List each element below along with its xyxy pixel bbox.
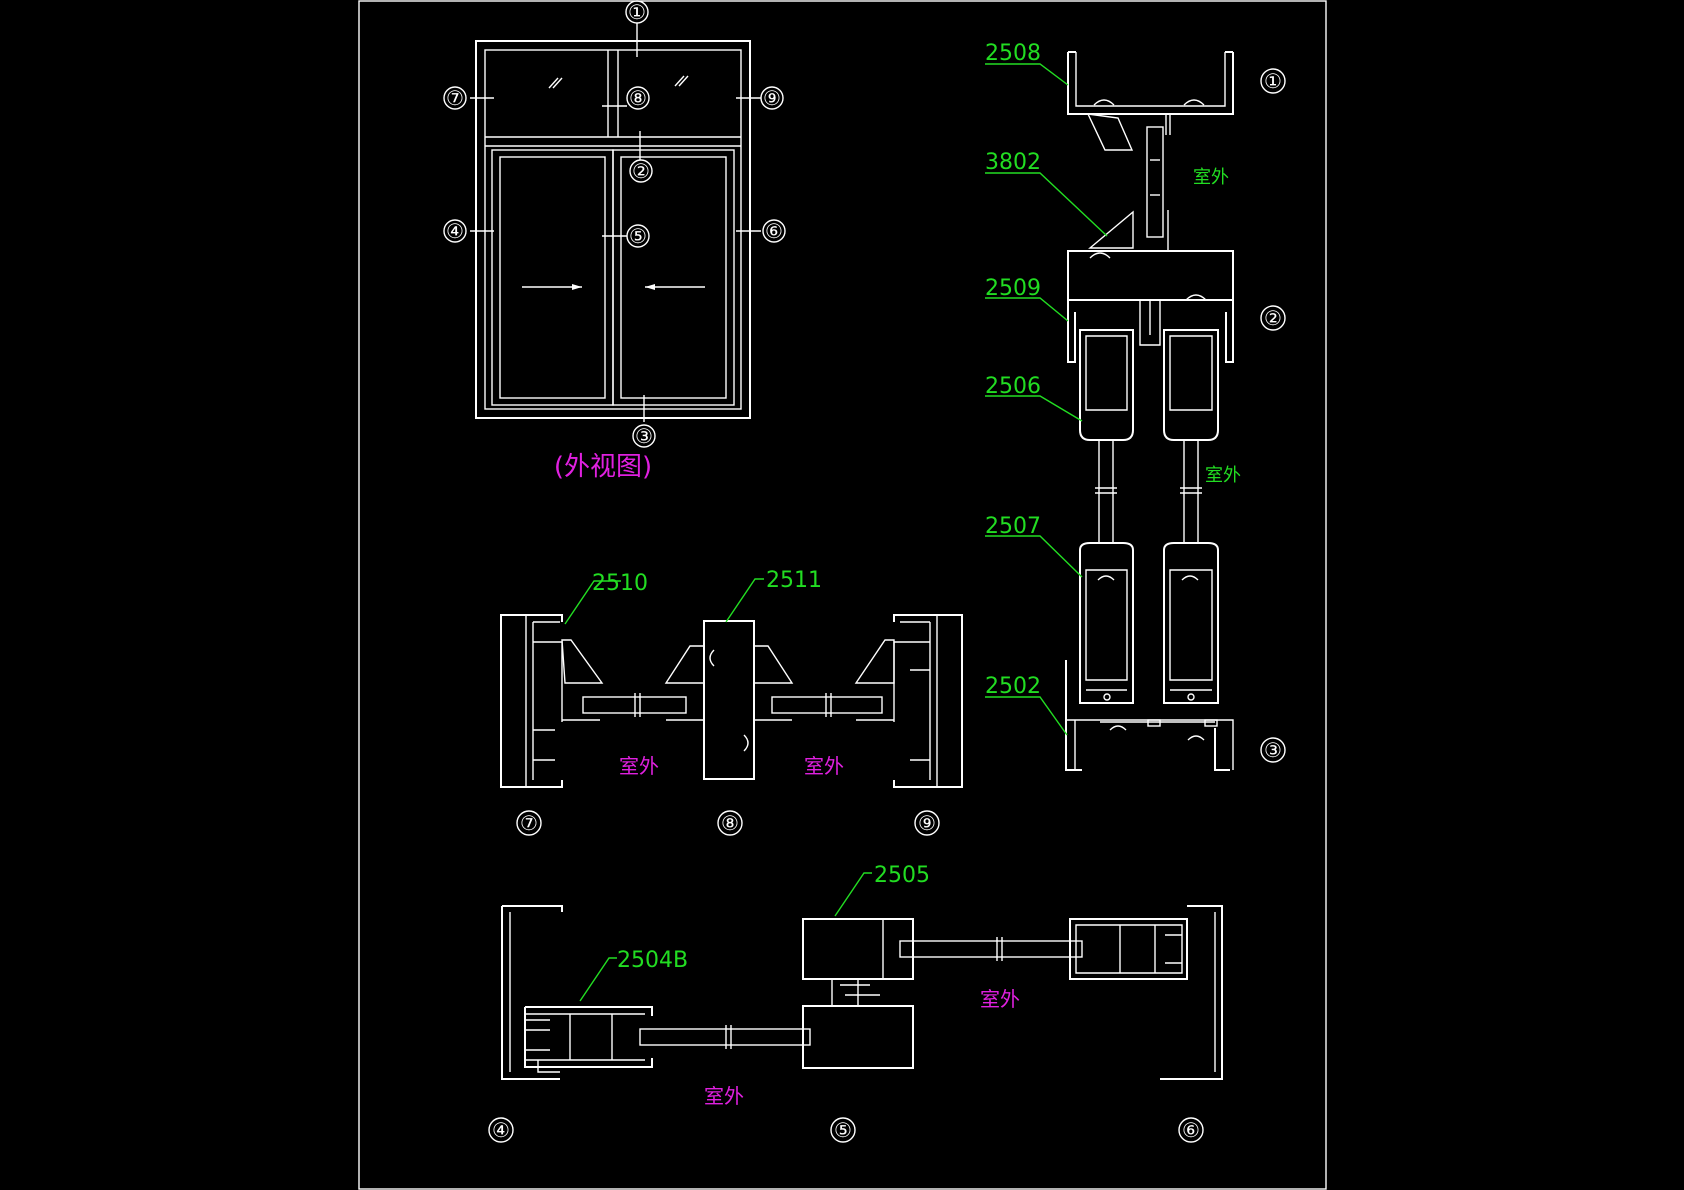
- part-label-2510: 2510: [592, 571, 648, 596]
- svg-text:⑤: ⑤: [834, 1118, 852, 1142]
- part-label-2507: 2507: [985, 514, 1041, 539]
- elevation-callout-7: ⑦: [443, 86, 467, 110]
- elevation-callout-6: ⑥: [762, 219, 786, 243]
- section-marker-9: ⑨: [914, 810, 940, 836]
- section-marker-4: ④: [488, 1117, 514, 1143]
- svg-text:⑥: ⑥: [1182, 1118, 1200, 1142]
- upper-horizontal-section: [500, 614, 963, 788]
- part-label-2511: 2511: [766, 568, 822, 593]
- elevation-callout-4: ④: [443, 219, 467, 243]
- part-label-2509: 2509: [985, 276, 1041, 301]
- outside-label-upper: 室外: [1193, 167, 1229, 188]
- window-elevation: [470, 23, 761, 422]
- section-marker-5: ⑤: [830, 1117, 856, 1143]
- svg-text:⑨: ⑨: [763, 86, 781, 110]
- part-label-2505: 2505: [874, 863, 930, 888]
- svg-text:⑦: ⑦: [520, 811, 538, 835]
- section-marker-6: ⑥: [1178, 1117, 1204, 1143]
- outside-label-right: 室外: [980, 987, 1020, 1011]
- part-label-2504b: 2504B: [617, 948, 688, 973]
- section-marker-2: ②: [1260, 305, 1286, 331]
- elevation-callout-2: ②: [629, 159, 653, 183]
- svg-text:⑧: ⑧: [721, 811, 739, 835]
- elevation-caption: (外视图): [554, 452, 652, 482]
- upper-section-leaders: [564, 578, 764, 625]
- section-marker-8: ⑧: [717, 810, 743, 836]
- outside-label-7-8: 室外: [619, 754, 659, 778]
- svg-text:⑧: ⑧: [629, 86, 647, 110]
- lower-section-leaders: [579, 872, 872, 1002]
- outside-label-middle: 室外: [1205, 465, 1241, 486]
- svg-text:③: ③: [1264, 738, 1282, 762]
- elevation-callout-1: ①: [625, 0, 649, 24]
- elevation-callout-9: ⑨: [760, 86, 784, 110]
- sheet-border: [358, 0, 1327, 1190]
- section-marker-1: ①: [1260, 68, 1286, 94]
- svg-text:①: ①: [1264, 69, 1282, 93]
- section-marker-7: ⑦: [516, 810, 542, 836]
- svg-text:⑥: ⑥: [765, 219, 783, 243]
- elevation-callout-5: ⑤: [626, 224, 650, 248]
- part-label-2502: 2502: [985, 674, 1041, 699]
- svg-text:⑤: ⑤: [629, 224, 647, 248]
- outside-label-8-9: 室外: [804, 754, 844, 778]
- vertical-section-leaders: [985, 63, 1108, 736]
- part-label-2506: 2506: [985, 374, 1041, 399]
- lower-horizontal-section: [501, 905, 1223, 1080]
- svg-text:②: ②: [632, 159, 650, 183]
- part-label-3802: 3802: [985, 150, 1041, 175]
- part-label-2508: 2508: [985, 41, 1041, 66]
- svg-text:③: ③: [635, 424, 653, 448]
- svg-text:④: ④: [446, 219, 464, 243]
- elevation-callout-8: ⑧: [626, 86, 650, 110]
- section-marker-3: ③: [1260, 737, 1286, 763]
- outside-label-left: 室外: [704, 1084, 744, 1108]
- svg-text:⑦: ⑦: [446, 86, 464, 110]
- elevation-callout-3: ③: [632, 424, 656, 448]
- svg-text:②: ②: [1264, 306, 1282, 330]
- vertical-section: [1065, 51, 1234, 771]
- svg-text:①: ①: [628, 0, 646, 24]
- svg-text:④: ④: [492, 1118, 510, 1142]
- svg-text:⑨: ⑨: [918, 811, 936, 835]
